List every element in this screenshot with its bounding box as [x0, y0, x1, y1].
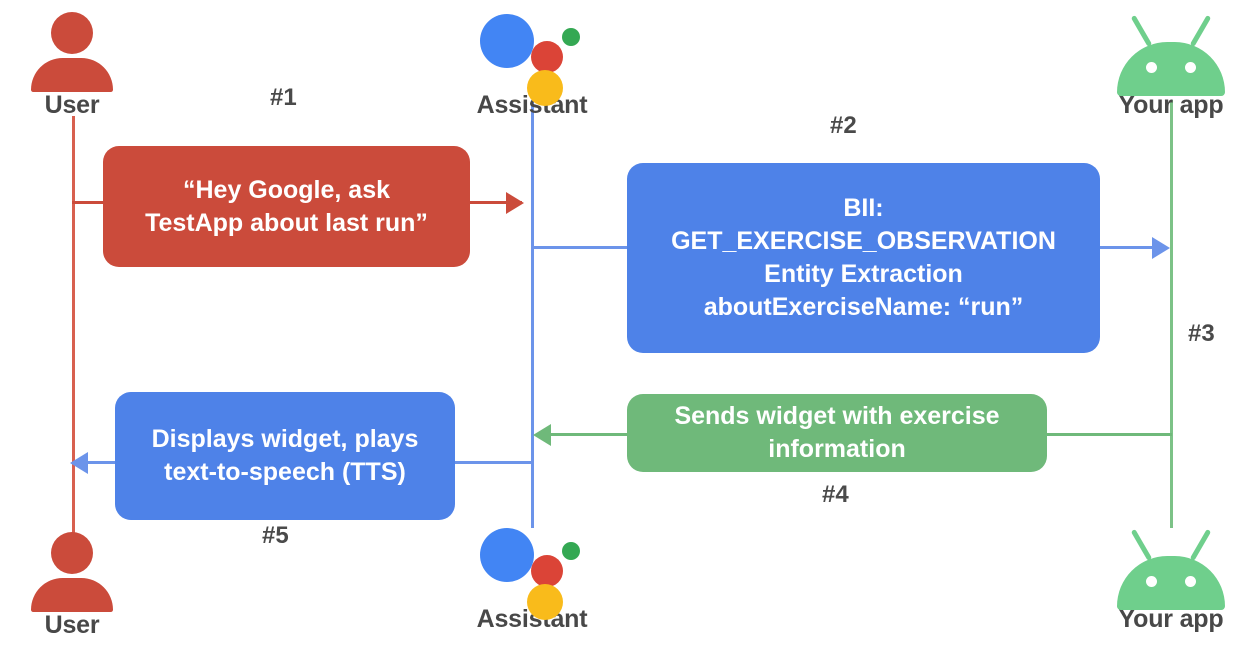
actor-user-bottom: User — [0, 528, 147, 640]
step-label-2: #2 — [830, 112, 857, 139]
message-box-step-1[interactable]: “Hey Google, ask TestApp about last run” — [103, 146, 470, 267]
message-line: BII: — [843, 194, 884, 222]
google-assistant-icon — [457, 8, 607, 106]
android-eye-right-icon — [1185, 62, 1196, 73]
connector-step-3 — [1090, 246, 1160, 249]
android-head-icon — [1117, 528, 1225, 612]
step-label-5: #5 — [262, 522, 289, 549]
connector-step-4-left — [550, 433, 640, 436]
message-line: aboutExerciseName: “run” — [703, 293, 1024, 321]
step-label-3: #3 — [1188, 320, 1215, 347]
android-antenna-left-icon — [1130, 15, 1153, 47]
step-label-4: #4 — [822, 481, 849, 508]
android-eye-right-icon — [1185, 576, 1196, 587]
message-line: Sends widget with exercise — [674, 402, 1000, 430]
lifeline-assistant — [531, 100, 534, 528]
arrowhead-step-3 — [1152, 237, 1170, 259]
lifeline-your-app — [1170, 100, 1173, 528]
arrowhead-step-5 — [70, 452, 88, 474]
assistant-green-dot-icon — [562, 28, 580, 46]
android-eye-left-icon — [1146, 576, 1157, 587]
assistant-red-dot-icon — [531, 41, 563, 73]
android-antenna-left-icon — [1130, 529, 1153, 561]
message-line: Entity Extraction — [764, 260, 963, 288]
actor-assistant-bottom: Assistant — [457, 522, 607, 634]
message-box-step-2[interactable]: BII: GET_EXERCISE_OBSERVATION Entity Ext… — [627, 163, 1100, 353]
android-eye-left-icon — [1146, 62, 1157, 73]
assistant-red-dot-icon — [531, 555, 563, 587]
android-antenna-right-icon — [1189, 15, 1212, 47]
person-body-icon — [31, 58, 113, 92]
actor-your-app-top: Your app — [1096, 8, 1244, 120]
android-robot-icon — [1096, 8, 1244, 96]
message-line: information — [768, 435, 906, 463]
android-robot-icon — [1096, 522, 1244, 610]
actor-your-app-bottom: Your app — [1096, 522, 1244, 634]
arrowhead-step-4 — [533, 424, 551, 446]
connector-step-4-right — [1040, 433, 1172, 436]
message-line: text-to-speech (TTS) — [164, 458, 406, 486]
actor-user-top: User — [0, 8, 147, 120]
assistant-blue-dot-icon — [480, 14, 534, 68]
lifeline-user — [72, 116, 75, 536]
actor-label-user-bottom: User — [44, 611, 100, 639]
connector-step-2-left — [531, 246, 641, 249]
message-box-step-5[interactable]: Displays widget, plays text-to-speech (T… — [115, 392, 455, 520]
message-line: GET_EXERCISE_OBSERVATION — [671, 227, 1056, 255]
android-dome-icon — [1117, 556, 1225, 610]
android-dome-icon — [1117, 42, 1225, 96]
assistant-yellow-dot-icon — [527, 70, 563, 106]
actor-label-user-top: User — [44, 91, 100, 119]
message-line: Displays widget, plays — [151, 425, 419, 453]
person-head-icon — [51, 12, 93, 54]
android-antenna-right-icon — [1189, 529, 1212, 561]
assistant-green-dot-icon — [562, 542, 580, 560]
assistant-yellow-dot-icon — [527, 584, 563, 620]
message-line: “Hey Google, ask — [182, 175, 391, 204]
person-head-icon — [51, 532, 93, 574]
step-label-1: #1 — [270, 84, 297, 111]
actor-assistant-top: Assistant — [457, 8, 607, 120]
person-body-icon — [31, 578, 113, 612]
android-head-icon — [1117, 14, 1225, 98]
message-line: TestApp about last run” — [145, 208, 428, 237]
assistant-blue-dot-icon — [480, 528, 534, 582]
google-assistant-icon — [457, 522, 607, 620]
message-box-step-4[interactable]: Sends widget with exercise information — [627, 394, 1047, 472]
person-icon — [0, 528, 147, 612]
arrowhead-step-1 — [506, 192, 524, 214]
person-icon — [0, 8, 147, 92]
